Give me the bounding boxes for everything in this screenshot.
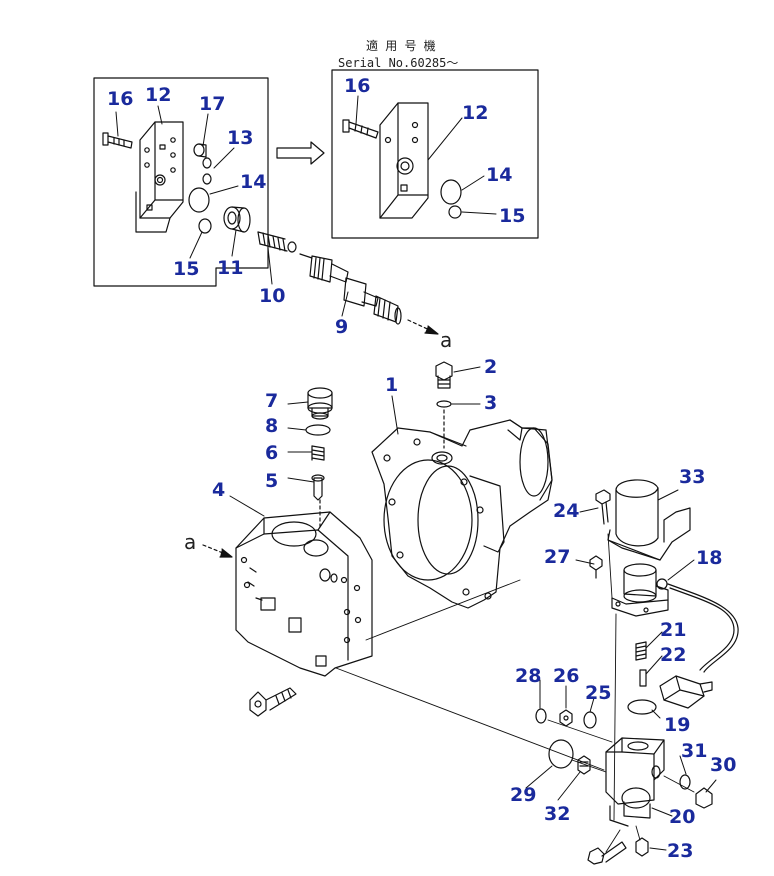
connector [659, 675, 713, 709]
view-arrow-a-top [407, 319, 439, 335]
callout-29: 29 [510, 784, 537, 806]
callout-8: 8 [265, 415, 279, 437]
plug-26 [559, 709, 573, 727]
oring-31 [679, 774, 691, 790]
orings-right [440, 179, 462, 219]
callout-1: 1 [385, 374, 399, 396]
bolt-lower-left [249, 687, 297, 717]
callout-30: 30 [710, 754, 737, 776]
assembly-lines [335, 533, 695, 853]
spring-6 [311, 445, 325, 461]
orings-left [188, 157, 212, 234]
plug-7 [307, 387, 333, 420]
valve-body-4 [235, 511, 373, 677]
sleeve-11 [223, 206, 251, 233]
solenoid-cover-33 [607, 479, 691, 561]
callout-27: 27 [544, 546, 571, 568]
callout-9: 9 [335, 316, 349, 338]
callout-26: 26 [553, 665, 580, 687]
plug-32 [577, 755, 591, 775]
callout-32: 32 [544, 803, 571, 825]
callout-23: 23 [667, 840, 694, 862]
leader-lines [115, 95, 717, 851]
plug-2 [435, 361, 453, 389]
plug-23 [635, 837, 649, 857]
bolt-24 [595, 489, 611, 525]
callout-12-right: 12 [462, 102, 489, 124]
oring-25 [583, 711, 597, 729]
solenoid-valve-18 [611, 563, 669, 617]
hollow-arrow [276, 141, 325, 165]
callout-5: 5 [265, 470, 279, 492]
view-marker-a-left: a [184, 530, 197, 554]
plug-30 [695, 787, 713, 809]
callout-15-right: 15 [499, 205, 526, 227]
callout-19: 19 [664, 714, 691, 736]
cover-plate-left [135, 121, 184, 233]
callout-3: 3 [484, 392, 498, 414]
callout-21: 21 [660, 619, 687, 641]
spring-21 [635, 641, 647, 661]
callout-20: 20 [669, 806, 696, 828]
wire-harness [667, 583, 739, 673]
callout-16: 16 [107, 88, 134, 110]
spool-9 [299, 253, 402, 325]
inset-frame-left [93, 77, 269, 287]
housing-1 [371, 419, 553, 609]
callout-4: 4 [212, 479, 226, 501]
oring-28 [535, 708, 547, 724]
bolt-16-right [342, 119, 379, 139]
callout-10: 10 [259, 285, 286, 307]
cover-plate-right [379, 102, 429, 219]
serial-note-number: Serial No.60285〜 [338, 56, 459, 70]
callout-24: 24 [553, 500, 580, 522]
callout-31: 31 [681, 740, 708, 762]
callout-7: 7 [265, 390, 279, 412]
callout-14-right: 14 [486, 164, 513, 186]
bolt-bottom [587, 841, 627, 865]
view-marker-a-top: a [440, 328, 453, 352]
callout-33: 33 [679, 466, 706, 488]
callout-2: 2 [484, 356, 498, 378]
pin-22 [639, 669, 647, 687]
callout-25: 25 [585, 682, 612, 704]
plug-17-left [193, 143, 207, 158]
callout-13: 13 [227, 127, 254, 149]
callout-18: 18 [696, 547, 723, 569]
bolt-27 [589, 555, 603, 579]
callout-14: 14 [240, 171, 267, 193]
callout-17: 17 [199, 93, 226, 115]
callout-11: 11 [217, 257, 244, 279]
callout-16-right: 16 [344, 75, 371, 97]
callout-15: 15 [173, 258, 200, 280]
callout-12: 12 [145, 84, 172, 106]
serial-note-heading: 適 用 号 機 [366, 39, 436, 53]
oring-8 [305, 424, 331, 436]
callout-22: 22 [660, 644, 687, 666]
callout-28: 28 [515, 665, 542, 687]
spring-10 [257, 231, 297, 253]
valve-block-20 [605, 737, 665, 827]
poppet-5 [311, 474, 325, 531]
bolt-16-left [102, 132, 133, 149]
view-arrow-a-left [202, 544, 233, 558]
oring-3 [436, 400, 452, 408]
callout-6: 6 [265, 442, 279, 464]
oring-19 [627, 699, 657, 715]
inset-frame-right [331, 69, 539, 239]
oring-29 [548, 739, 574, 769]
